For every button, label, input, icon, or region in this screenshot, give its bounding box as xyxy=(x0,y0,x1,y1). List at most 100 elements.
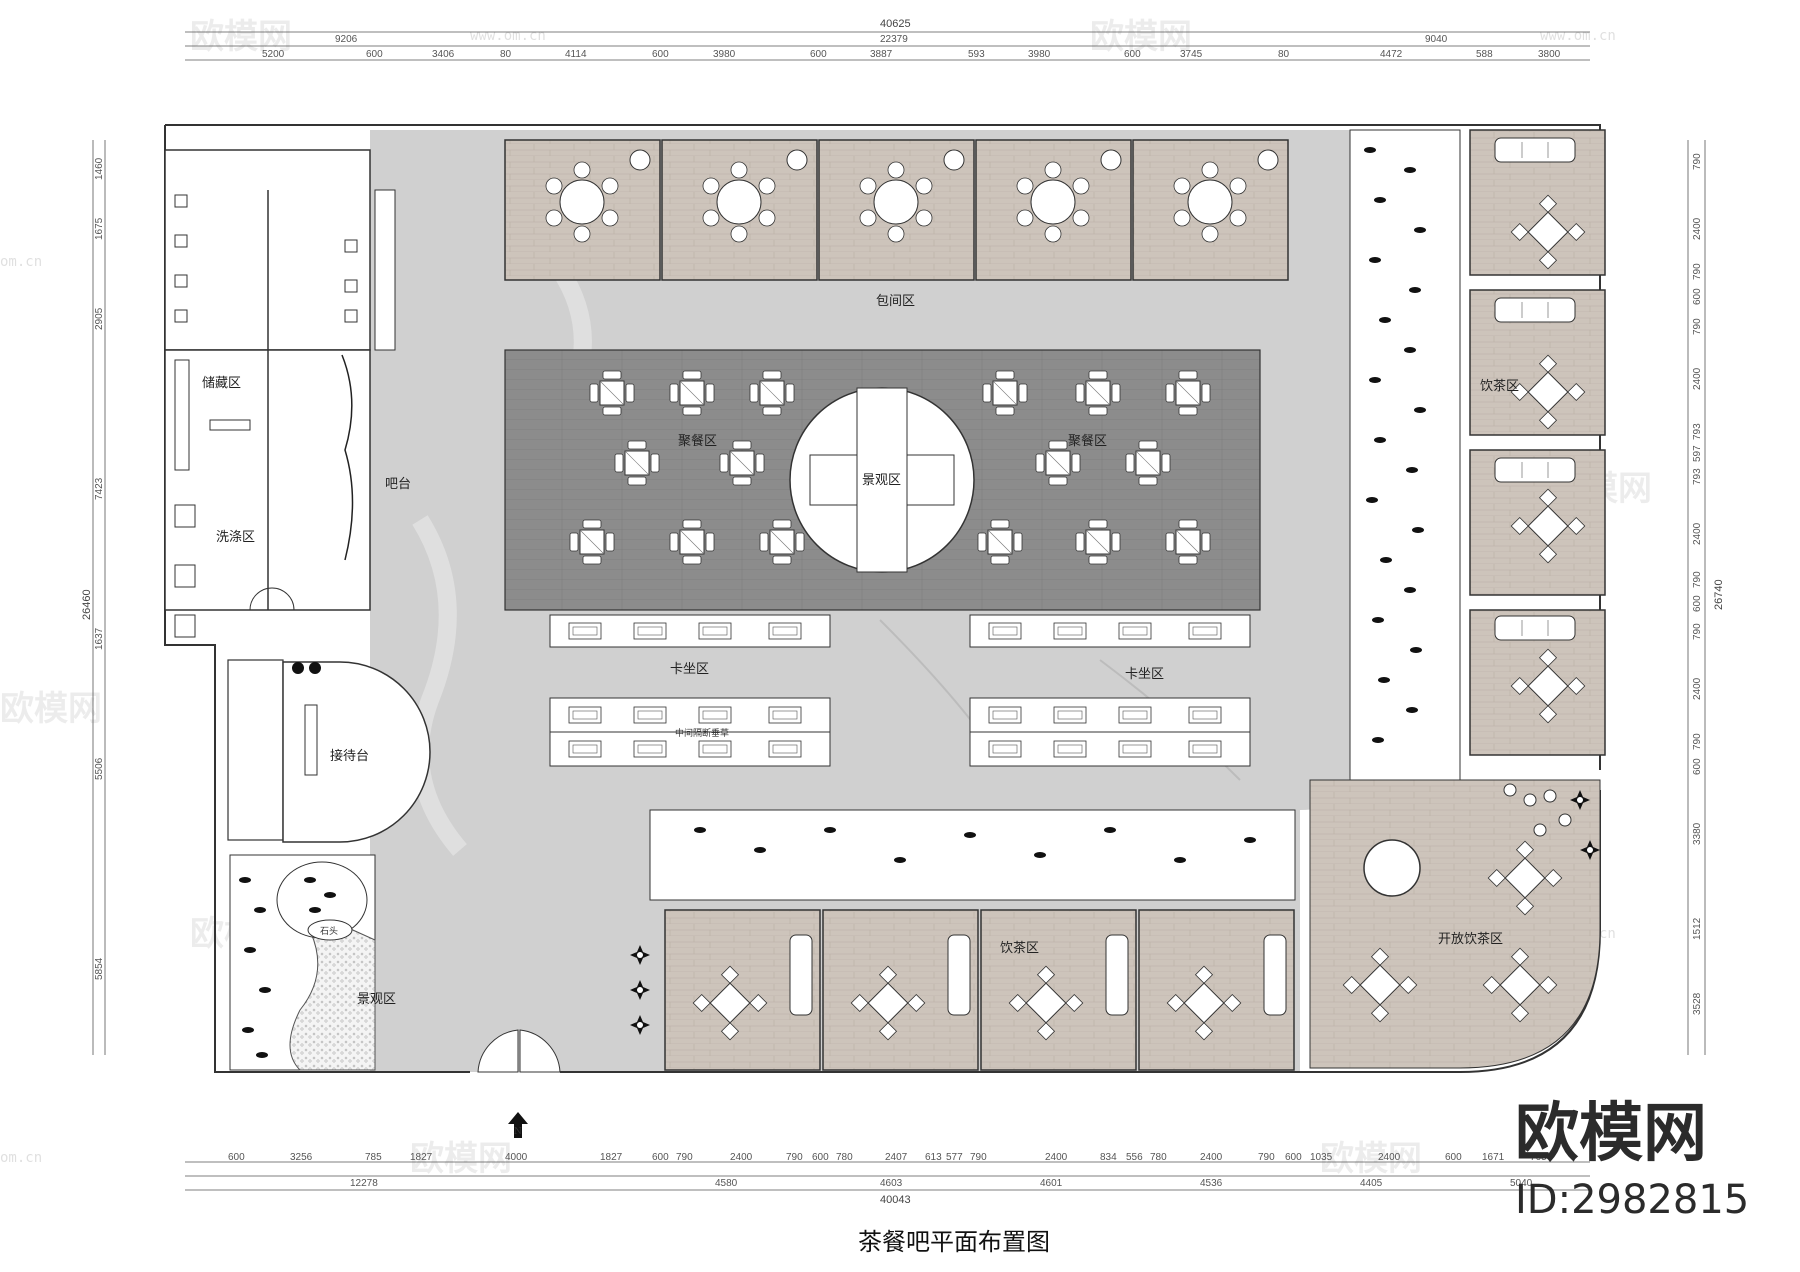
dim-bottom-detail: 1671 xyxy=(1482,1152,1505,1163)
bottom-tea-rooms: 饮茶区 xyxy=(630,809,1296,1071)
dim-left-detail: 5506 xyxy=(94,757,105,780)
dim-right-detail: 790 xyxy=(1692,623,1703,640)
dim-bottom-mid: 5040 xyxy=(1510,1178,1533,1189)
dim-right-detail: 790 xyxy=(1692,153,1703,170)
entry-landscape: 石头 景观区 xyxy=(229,854,396,1071)
zone-label-private-rooms: 包间区 xyxy=(876,294,915,309)
dim-bottom-mid: 4580 xyxy=(715,1178,738,1189)
entrance-doors: N xyxy=(477,1029,561,1138)
right-planting-corridor xyxy=(1349,129,1461,781)
dim-top-detail: 600 xyxy=(1124,49,1141,60)
private-rooms: 包间区 xyxy=(504,139,1289,309)
dim-right-total: 26740 xyxy=(1713,579,1725,610)
zone-label-bar: 吧台 xyxy=(385,477,411,492)
dim-right-detail: 790 xyxy=(1692,733,1703,750)
dim-top-mid: 22379 xyxy=(880,34,908,45)
dim-right-detail: 790 xyxy=(1692,571,1703,588)
right-tea-rooms: 饮茶区 xyxy=(1469,129,1606,756)
dim-bottom-detail: 2400 xyxy=(1200,1152,1223,1163)
dim-bottom-detail: 785 xyxy=(365,1152,382,1163)
dim-right-detail: 2400 xyxy=(1692,677,1703,700)
dim-bottom-detail: 780 xyxy=(836,1152,853,1163)
dim-top-detail: 3980 xyxy=(713,49,736,60)
dim-top-detail: 3745 xyxy=(1180,49,1203,60)
dimension-lines xyxy=(92,31,1706,1191)
brand-name: 欧模网 xyxy=(1515,1097,1707,1171)
dim-bottom-detail: 834 xyxy=(1100,1152,1117,1163)
dim-top-detail: 3406 xyxy=(432,49,455,60)
dim-bottom-detail: 600 xyxy=(1445,1152,1462,1163)
dim-bottom-detail: 2400 xyxy=(730,1152,753,1163)
watermark: 欧模网 xyxy=(1090,17,1192,57)
dim-right-detail: 2400 xyxy=(1692,522,1703,545)
dim-bottom-detail: 780 xyxy=(1150,1152,1167,1163)
dim-top-detail: 593 xyxy=(968,49,985,60)
dim-bottom-detail: 556 xyxy=(1126,1152,1143,1163)
zone-label-booth-left: 卡坐区 xyxy=(670,662,709,677)
dim-bottom-detail: 790 xyxy=(1258,1152,1275,1163)
dim-bottom-mid: 4603 xyxy=(880,1178,903,1189)
dim-bottom-detail: 577 xyxy=(946,1152,963,1163)
dim-right-detail: 790 xyxy=(1692,318,1703,335)
dim-left-detail: 1637 xyxy=(94,627,105,650)
dim-right-detail: 3528 xyxy=(1692,992,1703,1015)
dim-bottom-mid: 12278 xyxy=(350,1178,378,1189)
dim-top-detail: 80 xyxy=(500,49,512,60)
watermark: 欧模网 xyxy=(1320,1139,1422,1179)
open-tea-area: 开放饮茶区 xyxy=(1309,779,1601,1069)
dim-right-detail: 600 xyxy=(1692,595,1703,612)
watermark: 欧模网 xyxy=(0,689,102,729)
dim-left-detail: 7423 xyxy=(94,477,105,500)
dim-bottom-detail: 790 xyxy=(676,1152,693,1163)
zone-label-reception: 接待台 xyxy=(330,748,369,764)
dim-bottom-detail: 600 xyxy=(812,1152,829,1163)
zone-label-tea-right: 饮茶区 xyxy=(1480,378,1519,394)
dim-top-detail: 600 xyxy=(652,49,669,60)
brand-logo: 欧模网 ID:2982815 xyxy=(1515,1097,1749,1223)
dim-right-detail: 600 xyxy=(1692,758,1703,775)
dim-bottom-detail: 1035 xyxy=(1310,1152,1333,1163)
dim-top-detail: 3800 xyxy=(1538,49,1561,60)
watermark: 欧模网 xyxy=(190,17,292,57)
dim-bottom-detail: 600 xyxy=(1285,1152,1302,1163)
zone-label-tea-bottom: 饮茶区 xyxy=(1000,940,1039,956)
dim-bottom-mid: 4601 xyxy=(1040,1178,1063,1189)
reception-area: 接待台 xyxy=(227,659,431,843)
dim-top-detail: 3980 xyxy=(1028,49,1051,60)
brand-id: ID:2982815 xyxy=(1515,1177,1749,1223)
dim-top-detail: 600 xyxy=(810,49,827,60)
dim-right-detail: 793 xyxy=(1692,423,1703,440)
watermark-url: om.cn xyxy=(0,1150,42,1166)
dim-bottom-detail: 790 xyxy=(970,1152,987,1163)
dim-bottom-detail: 4000 xyxy=(505,1152,528,1163)
dim-top-detail: 80 xyxy=(1278,49,1290,60)
dim-left-detail: 1460 xyxy=(94,157,105,180)
stone-label: 石头 xyxy=(320,926,338,937)
plan-title: 茶餐吧平面布置图 xyxy=(858,1228,1050,1256)
dim-top-detail: 588 xyxy=(1476,49,1493,60)
dim-top-detail: 3887 xyxy=(870,49,893,60)
dim-top-detail: 600 xyxy=(366,49,383,60)
zone-label-booth-right: 卡坐区 xyxy=(1125,667,1164,682)
dim-left-detail: 1675 xyxy=(94,217,105,240)
dim-right-detail: 3380 xyxy=(1692,822,1703,845)
dim-bottom-detail: 790 xyxy=(786,1152,803,1163)
dim-top-detail: 4472 xyxy=(1380,49,1403,60)
dim-bottom-total: 40043 xyxy=(880,1194,911,1206)
watermark-url: www.om.cn xyxy=(470,28,546,44)
dim-bottom-detail: 600 xyxy=(228,1152,245,1163)
dim-bottom-detail: 613 xyxy=(925,1152,942,1163)
dim-bottom-detail: 1827 xyxy=(600,1152,623,1163)
watermark-url: om.cn xyxy=(0,254,42,270)
zone-label-landscape-entry: 景观区 xyxy=(357,992,396,1007)
dim-bottom-mid: 4536 xyxy=(1200,1178,1223,1189)
dim-bottom-detail: 2407 xyxy=(885,1152,908,1163)
dim-top-total: 40625 xyxy=(880,18,911,30)
zone-label-washing: 洗涤区 xyxy=(216,530,255,545)
left-service-wing: 储藏区 洗涤区 吧台 xyxy=(164,149,411,638)
zone-label-landscape-center: 景观区 xyxy=(862,473,901,488)
dim-top-mid: 9040 xyxy=(1425,34,1448,45)
dim-left-detail: 5854 xyxy=(94,957,105,980)
dim-right-detail: 597 xyxy=(1692,445,1703,462)
